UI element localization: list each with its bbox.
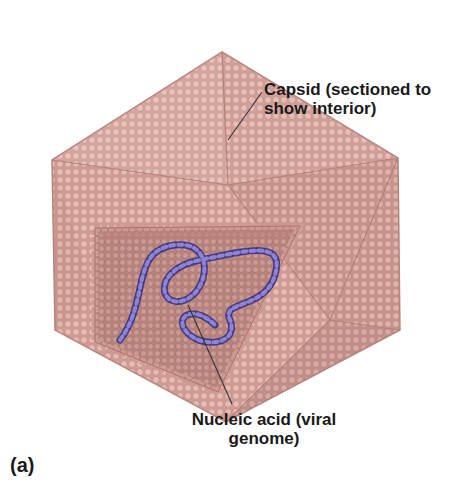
leader-lines xyxy=(188,92,262,404)
sectioned-interior xyxy=(95,226,300,392)
capsid-label: Capsid (sectioned to show interior) xyxy=(264,80,442,118)
genome-label: Nucleic acid (viral genome) xyxy=(190,410,338,448)
capsid-leader xyxy=(228,92,262,140)
genome-leader xyxy=(188,305,232,404)
panel-letter: (a) xyxy=(10,454,70,476)
